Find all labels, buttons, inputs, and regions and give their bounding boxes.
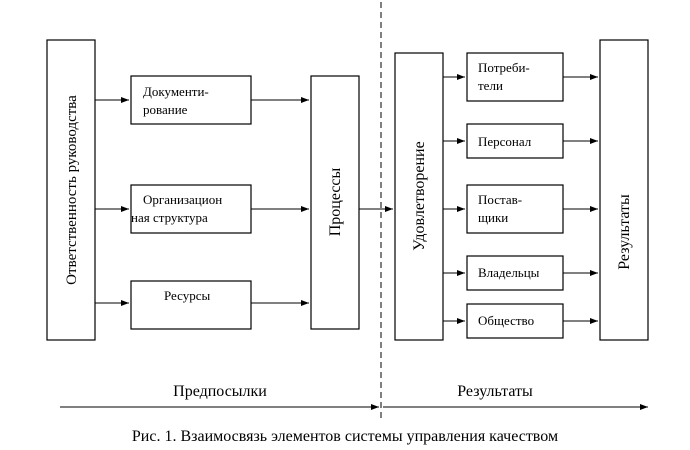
org-structure-label-line2: ная структура (131, 210, 208, 225)
consumers-label-line2: тели (478, 78, 503, 93)
processes-box (310, 75, 360, 330)
suppliers-label-line1: Постав- (478, 192, 522, 207)
resources-box (130, 280, 252, 330)
prerequisites-label: Предпосылки (173, 383, 267, 400)
suppliers-box (466, 184, 564, 234)
documenting-box (130, 75, 252, 125)
org-structure-box (130, 184, 252, 234)
results-label: Результаты (457, 383, 533, 400)
responsibility-label: Ответственность руководства (64, 95, 80, 285)
satisfaction-box (394, 52, 444, 341)
results-box (599, 39, 649, 341)
figure-caption: Рис. 1. Взаимосвязь элементов системы уп… (132, 428, 558, 445)
society-label: Общество (478, 313, 534, 328)
satisfaction-label: Удовлетворение (411, 141, 428, 250)
processes-label: Процессы (327, 167, 344, 236)
results-box-label: Результаты (616, 194, 633, 270)
documenting-label-line1: Документи- (143, 84, 209, 99)
documenting-label-line2: рование (143, 102, 188, 117)
org-structure-label-line1: Организацион (143, 192, 222, 207)
responsibility-box (46, 39, 96, 341)
resources-label: Ресурсы (164, 288, 211, 303)
suppliers-label-line2: щики (478, 210, 508, 225)
consumers-label-line1: Потреби- (478, 60, 530, 75)
personnel-label: Персонал (478, 134, 532, 149)
owners-label: Владельцы (478, 265, 540, 280)
society-box (466, 303, 564, 339)
